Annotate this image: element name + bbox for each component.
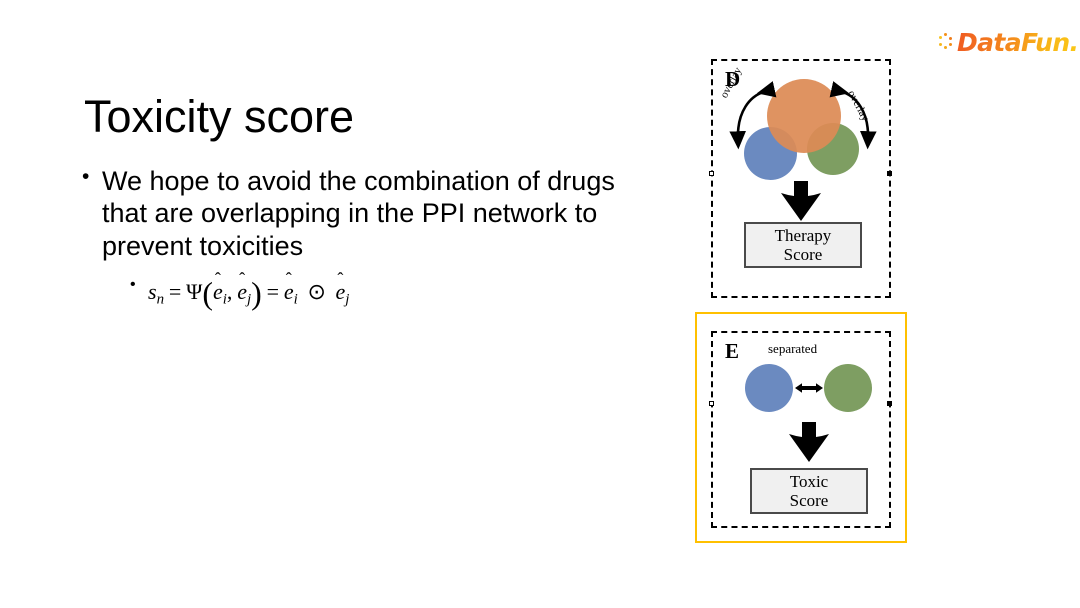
formula-comma: , (226, 279, 233, 305)
down-arrow-icon (781, 181, 821, 221)
therapy-score-box[interactable]: Therapy Score (744, 222, 862, 268)
resize-handle-left[interactable] (709, 171, 714, 176)
formula-equals-2: = (266, 279, 280, 305)
formula-bullet-item: sn=Ψ(̂ei,̂ej)=̂ei⊙̂ej (80, 275, 640, 313)
formula-e-hat-i-2: ̂e (283, 279, 294, 305)
formula-equals-1: = (168, 279, 182, 305)
overlay-arrow-left-icon (729, 81, 777, 150)
toxic-score-box[interactable]: Toxic Score (750, 468, 868, 514)
orange-circle (767, 79, 841, 153)
page-title: Toxicity score (84, 91, 355, 143)
formula-e-hat-j-2: ̂e (335, 279, 346, 305)
formula-open-paren: ( (202, 276, 213, 312)
therapy-score-line1: Therapy (774, 225, 832, 245)
down-arrow-icon (789, 422, 829, 462)
formula-psi: Ψ (186, 279, 203, 305)
resize-handle-left[interactable] (709, 401, 714, 406)
datafun-dots-icon (938, 31, 956, 53)
green-circle (824, 364, 872, 412)
toxicity-formula: sn=Ψ(̂ei,̂ej)=̂ei⊙̂ej (148, 276, 349, 311)
body-content: We hope to avoid the combination of drug… (80, 164, 640, 313)
separated-arrow-icon (795, 383, 823, 393)
toxic-score-line1: Toxic (789, 471, 829, 491)
therapy-score-line2: Score (783, 245, 823, 264)
overlay-arrow-right-icon (829, 81, 877, 150)
panel-e-letter: E (725, 339, 740, 363)
panel-d[interactable]: D overlay (709, 59, 892, 298)
formula-close-paren: ) (251, 276, 262, 312)
separated-label: separated (768, 341, 818, 356)
datafun-logo: DataFun. (938, 26, 1079, 58)
resize-handle-right[interactable] (887, 401, 892, 406)
resize-handle-right[interactable] (887, 171, 892, 176)
formula-hadamard-operator: ⊙ (307, 279, 326, 305)
blue-circle (745, 364, 793, 412)
formula-s: s (148, 279, 157, 305)
toxic-score-line2: Score (789, 491, 829, 510)
formula-e-hat-j: ̂e (237, 279, 247, 305)
formula-e-hat-i: ̂e (212, 279, 223, 305)
formula-s-sub: n (156, 291, 165, 308)
datafun-wordmark: DataFun. (957, 27, 1079, 57)
panel-e[interactable]: E separated Toxic Score (709, 331, 892, 528)
bullet-item: We hope to avoid the combination of drug… (80, 164, 640, 262)
